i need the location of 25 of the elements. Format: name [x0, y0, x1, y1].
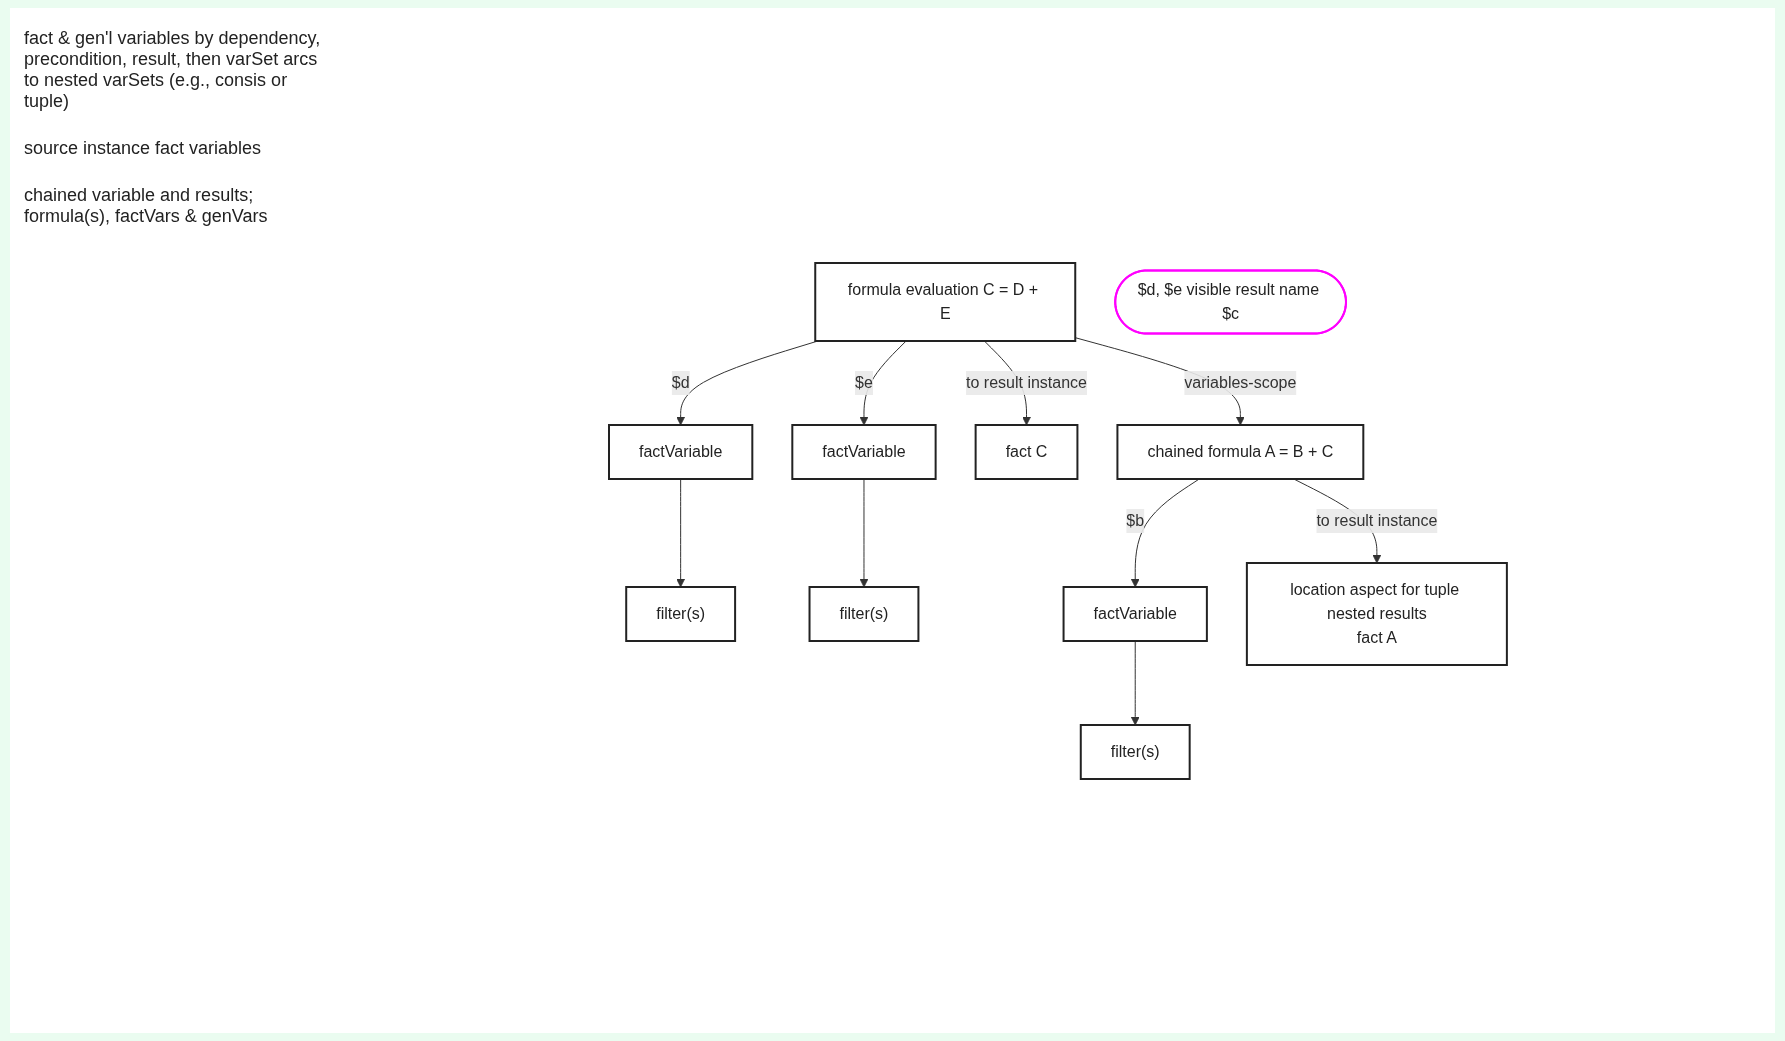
arrow	[859, 478, 868, 587]
node-box: chained formula A = B + C	[1116, 423, 1364, 480]
edge-label: to result instance	[1315, 511, 1437, 529]
arrow	[675, 478, 685, 587]
arrow	[1130, 478, 1200, 587]
arrow	[859, 340, 907, 425]
node-box: filter(s)	[1079, 723, 1191, 780]
node-box: filter(s)	[624, 585, 736, 642]
note-text: fact & gen'l variables by dependency, precondition, result, then varSet arcs to nested varSets (e.g., consis or tuple)	[24, 28, 322, 112]
note-text: chained variable and results; formula(s), factVars & genVars	[24, 185, 269, 227]
node-box: fact C	[974, 423, 1078, 480]
node-box: factVariable	[1062, 585, 1208, 642]
note-text: source instance fact variables	[24, 138, 263, 159]
edge-label: $e	[854, 373, 873, 391]
node-box: location aspect for tuple nested results fact A	[1245, 561, 1508, 666]
node-box: filter(s)	[808, 585, 919, 642]
edge-label: $b	[1125, 511, 1144, 529]
edge-label: $d	[671, 373, 690, 391]
node-box: formula evaluation C = D + E	[813, 261, 1076, 342]
node-box: factVariable	[607, 423, 753, 480]
edge-label: to result instance	[965, 373, 1087, 391]
edge-label: variables-scope	[1183, 373, 1296, 391]
arrow	[675, 340, 818, 425]
node-box: factVariable	[790, 423, 937, 480]
arrow	[1130, 640, 1140, 725]
